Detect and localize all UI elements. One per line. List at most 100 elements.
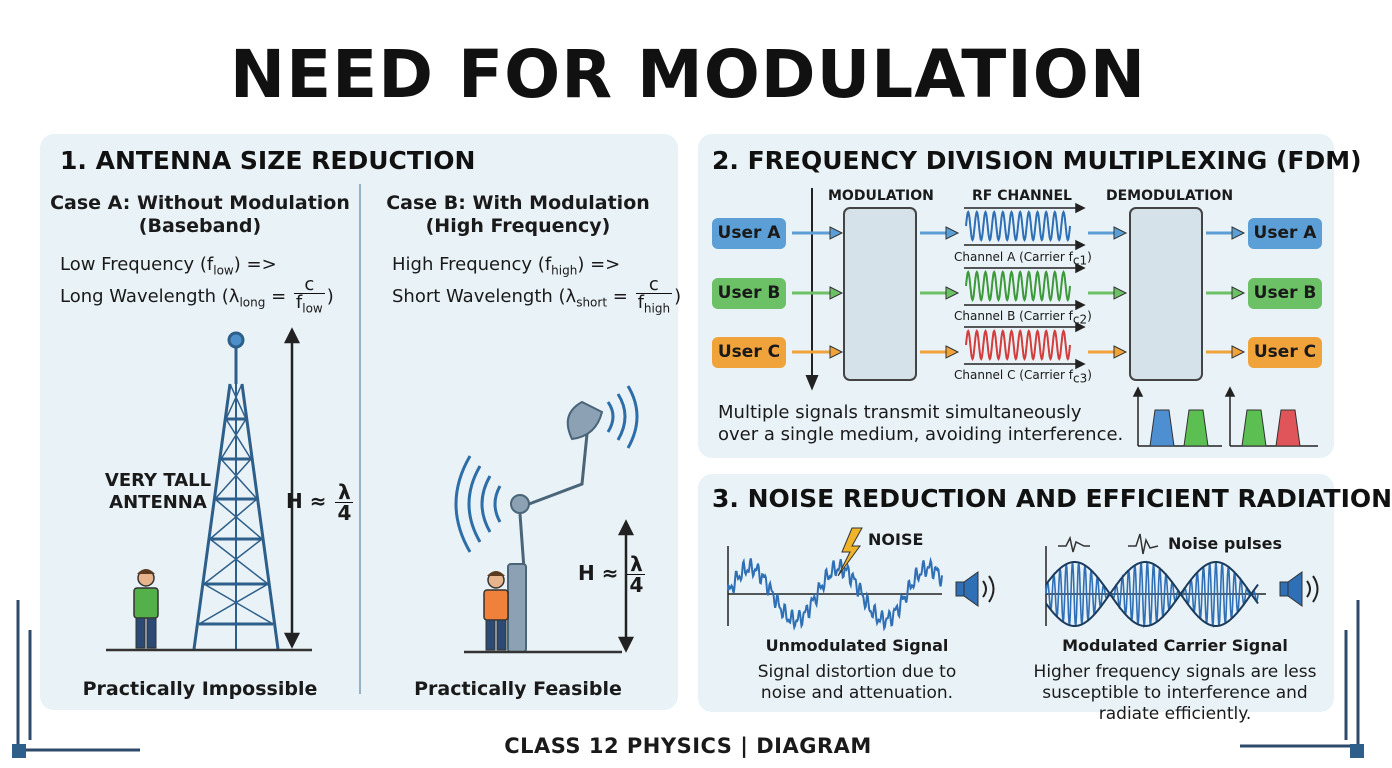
case-a-wl-eq: =: [265, 285, 292, 307]
case-a-title-line-1: Case A: Without Modulation: [50, 192, 350, 214]
case-b-freq-sub: high: [551, 263, 578, 278]
fdm-desc-line-2: over a single medium, avoiding interfere…: [718, 424, 1124, 445]
channel-b-carrier-wave: [965, 269, 1071, 303]
tall-antenna-icon: [192, 331, 280, 650]
height-a-num: λ: [335, 482, 354, 503]
height-b-den: 4: [629, 573, 644, 597]
modulator-block: [843, 207, 917, 381]
antenna-panel: 1. ANTENNA SIZE REDUCTION Case A: Withou…: [40, 134, 681, 710]
case-a-frac-den-sub: low: [302, 301, 323, 316]
height-arrow-a: [283, 327, 301, 649]
case-b-freq-post: ) =>: [577, 254, 621, 275]
channel-c-label-post: ): [1087, 368, 1092, 382]
case-a-freq-pre: Low Frequency (f: [60, 254, 214, 275]
unmodulated-noisy-wave: [727, 556, 943, 632]
user-b-output: User B: [1248, 278, 1322, 309]
case-a-freq-sub: low: [213, 263, 234, 278]
right-desc-line-3: radiate efficiently.: [1098, 704, 1252, 724]
output-arrows: [1206, 226, 1246, 359]
fdm-panel: 2. FREQUENCY DIVISION MULTIPLEXING (FDM)…: [698, 134, 1362, 458]
spectrum-plot-2: [1224, 386, 1318, 447]
tall-tower-illustration: [106, 327, 312, 652]
case-b-wl-sub: short: [576, 295, 608, 310]
modulated-caption: Modulated Carrier Signal: [1062, 636, 1288, 655]
noise-diagram: [727, 527, 1319, 632]
user-a-output: User A: [1248, 218, 1322, 249]
person-icon-a: [133, 569, 159, 649]
channel-b-label: Channel B (Carrier fc2): [954, 309, 1092, 326]
case-a-title-line-2: (Baseband): [138, 215, 262, 237]
tall-antenna-label-2: ANTENNA: [109, 492, 207, 513]
case-b-frac-den-sub: high: [643, 301, 671, 316]
user-b-input: User B: [712, 278, 786, 309]
case-b-freq-pre: High Frequency (f: [392, 254, 552, 275]
case-a-frequency-line: Low Frequency (flow) =>: [60, 254, 277, 278]
case-b-caption: Practically Feasible: [414, 678, 622, 700]
height-arrow-b: [617, 519, 635, 653]
page-title: NEED FOR MODULATION: [229, 36, 1147, 113]
channel-a-axes: [964, 202, 1086, 251]
user-c-input: User C: [712, 337, 786, 368]
panel-1-divider: [359, 184, 361, 694]
tall-antenna-label-1: VERY TALL: [104, 470, 212, 491]
speaker-icon-left: [955, 571, 995, 607]
section-2-title: 2. FREQUENCY DIVISION MULTIPLEXING (FDM): [712, 146, 1362, 175]
radio-wave-right-icon: [606, 385, 639, 449]
modulated-envelope-lower: [1045, 592, 1259, 627]
section-1-title: 1. ANTENNA SIZE REDUCTION: [60, 146, 476, 175]
mid-arrows-left: [920, 226, 960, 359]
channel-a-label-sub: c1: [1072, 253, 1088, 268]
demodulation-header: DEMODULATION: [1106, 188, 1234, 204]
case-b-wl-eq: =: [607, 285, 634, 307]
short-antenna-illustration: [454, 385, 639, 654]
case-b-title-line-2: (High Frequency): [425, 215, 611, 237]
channel-b-label-pre: Channel B (Carrier f: [954, 309, 1073, 323]
right-desc-line-2: susceptible to interference and: [1042, 683, 1308, 703]
case-b-frac-den: f: [637, 292, 644, 313]
fdm-desc-line-1: Multiple signals transmit simultaneously: [718, 402, 1082, 423]
noise-panel: 3. NOISE REDUCTION AND EFFICIENT RADIATI…: [698, 474, 1392, 724]
modulated-envelope: [1045, 561, 1259, 596]
case-a-wl-sub: long: [239, 295, 266, 310]
person-icon-b: [483, 571, 509, 651]
case-a-title: Case A: Without Modulation (Baseband): [40, 192, 360, 238]
vertical-axis-arrow: [805, 188, 819, 391]
corner-square-right: [1350, 744, 1364, 758]
case-a-frac-den: f: [295, 292, 303, 313]
case-a-wl-post: ): [326, 285, 334, 307]
case-b-wl-post: ): [674, 285, 682, 307]
channel-b-axes: [964, 262, 1086, 311]
height-a-pre: H ≈: [286, 489, 327, 513]
demodulator-block: [1129, 207, 1203, 381]
noise-pulses-label: Noise pulses: [1168, 534, 1283, 553]
corner-square-left: [12, 744, 26, 758]
channel-c-label: Channel C (Carrier fc3): [954, 368, 1092, 385]
fdm-description: Multiple signals transmit simultaneously…: [718, 402, 1123, 446]
user-c-output: User C: [1248, 337, 1322, 368]
input-arrows: [792, 226, 844, 359]
height-b-num: λ: [627, 554, 646, 575]
case-a-caption: Practically Impossible: [82, 678, 318, 700]
channel-b-label-sub: c2: [1072, 312, 1088, 327]
case-a-wl-pre: Long Wavelength (λ: [60, 285, 240, 307]
rf-channel-header: RF CHANNEL: [972, 188, 1072, 204]
channel-a-label-pre: Channel A (Carrier f: [954, 250, 1073, 264]
speaker-icon-right: [1279, 571, 1319, 607]
height-b-pre: H ≈: [578, 561, 619, 585]
radio-wave-left-icon: [454, 455, 502, 553]
case-a-freq-post: ) =>: [233, 254, 277, 275]
short-antenna-icon: [507, 400, 604, 653]
noise-pulse-icon-2: [1128, 533, 1159, 555]
modulation-header: MODULATION: [828, 188, 934, 204]
modulated-carrier-wave: [1045, 560, 1259, 629]
case-b-frac-num: c: [635, 276, 673, 294]
